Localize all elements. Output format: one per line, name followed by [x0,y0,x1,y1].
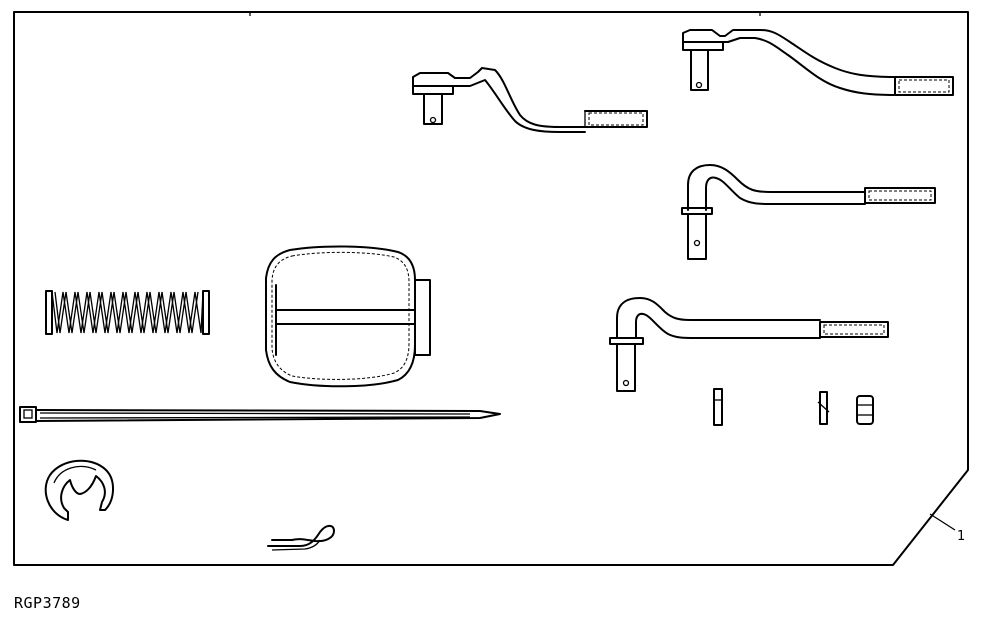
hair-pin-clip [267,524,335,551]
pin-lever-lower [609,297,889,392]
board-edge-ticks [249,12,761,16]
spring-pin [817,391,830,425]
figure-code: RGP3789 [14,594,81,612]
shift-lever-right [682,29,954,96]
callout-number: 1 [957,529,965,544]
shift-lever-left [412,67,648,133]
pin-lever-upper [681,164,936,260]
hex-nut [856,395,874,425]
callout-1: 1 [929,513,965,544]
compression-spring [45,290,210,335]
snap-ring [44,459,114,521]
parts-board-outline [13,11,969,566]
rubber-pad [265,245,431,388]
flat-key [713,388,723,426]
cable-tie [19,406,501,423]
